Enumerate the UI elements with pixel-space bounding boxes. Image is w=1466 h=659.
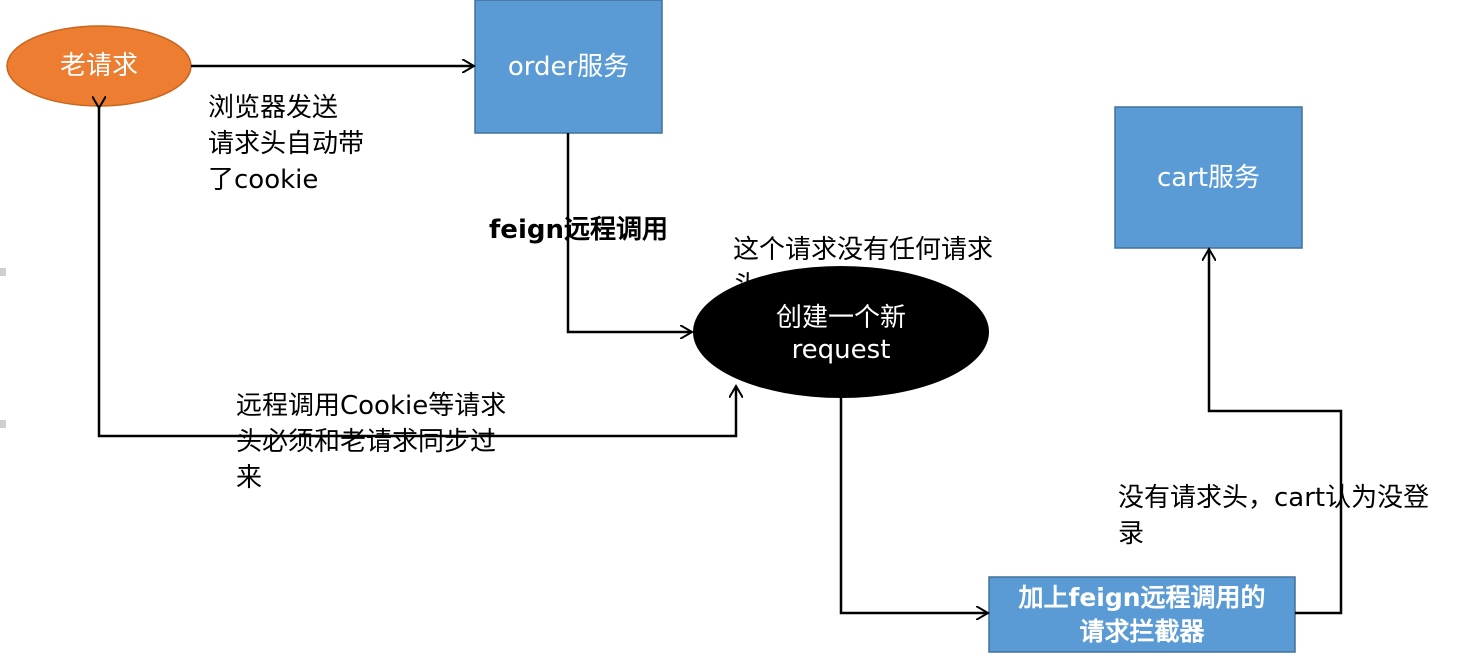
feign-call-annotation: feign远程调用 [489,215,668,245]
old-request-label: 老请求 [59,51,138,81]
sync-cookie-annotation: 远程调用Cookie等请求 头必须和老请求同步过 来 [236,391,507,493]
left-edge-artifact [0,268,6,276]
new-request-node [693,266,989,398]
interceptor-label: 加上feign远程调用的 请求拦截器 [1018,582,1266,646]
left-edge-artifact [0,420,6,428]
new-request-label: 创建一个新 request [775,303,906,365]
arrow-sync-old-new [99,108,736,438]
cart-not-logged-in-annotation: 没有请求头，cart认为没登 录 [1118,483,1430,549]
arrow-new-request-to-interceptor [839,398,988,613]
order-service-label: order服务 [507,51,630,82]
arrow-interceptor-to-cart [1209,249,1343,615]
browser-send-annotation: 浏览器发送 请求头自动带 了cookie [208,93,365,195]
interceptor-node [988,576,1296,653]
no-headers-annotation: 这个请求没有任何请求 头 [733,235,994,284]
cart-service-label: cart服务 [1156,162,1261,193]
